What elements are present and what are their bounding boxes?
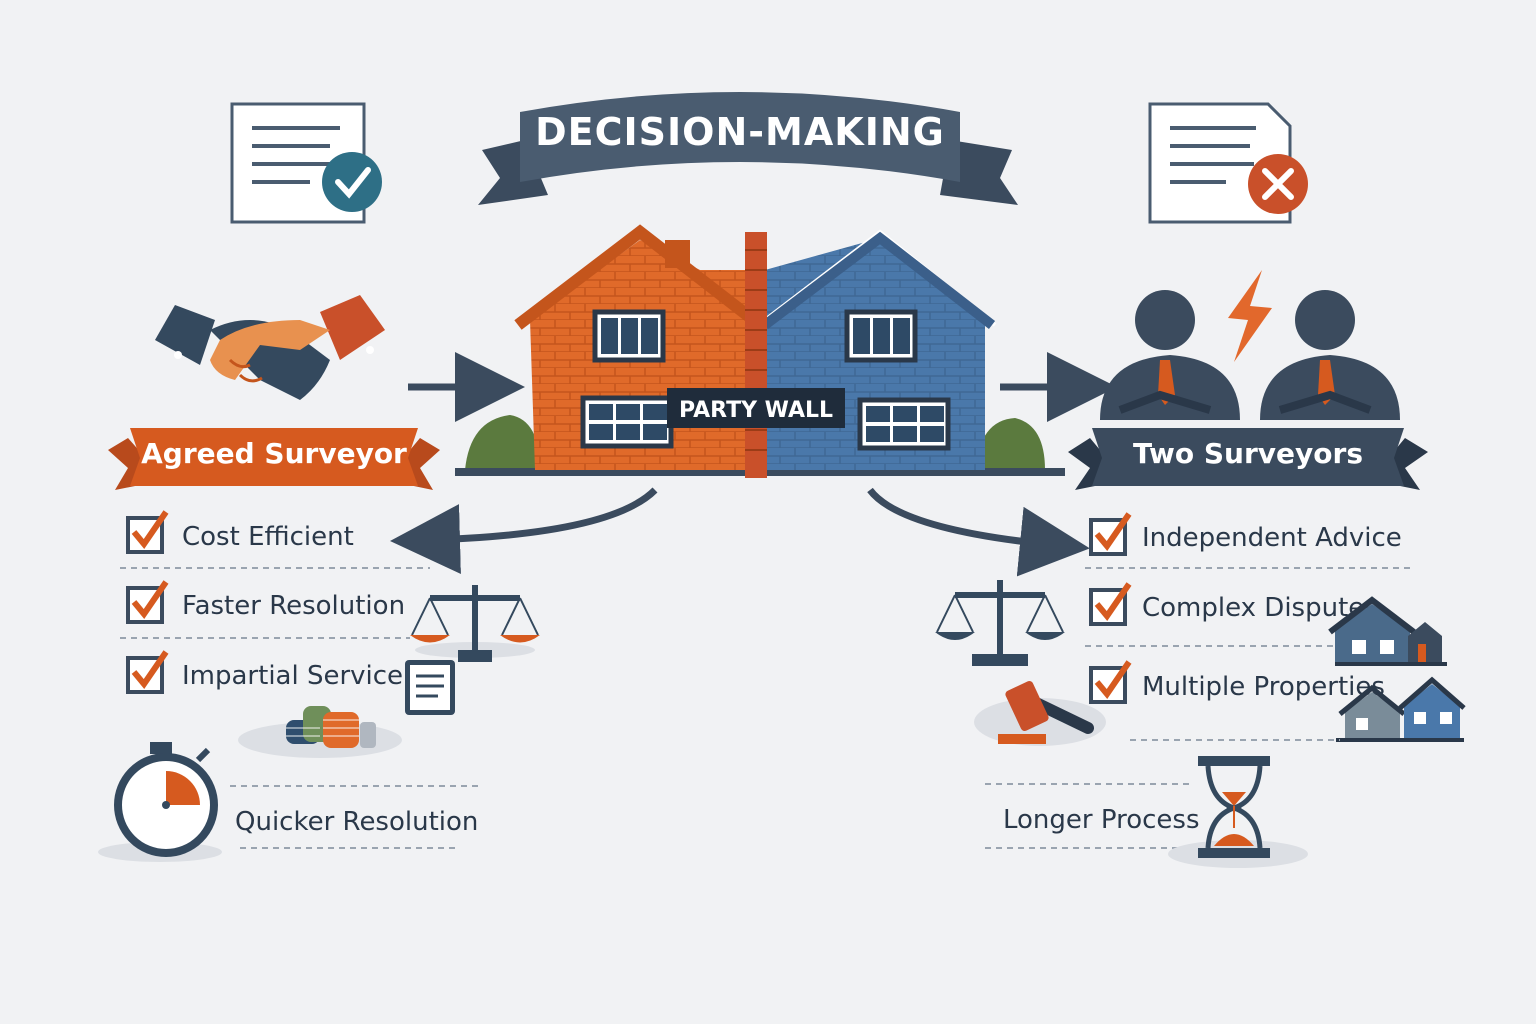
agreed-surveyor-ribbon: Agreed Surveyor (108, 428, 440, 490)
two-surveyors-ribbon: Two Surveyors (1068, 428, 1428, 490)
list-item: Impartial Service (126, 650, 403, 694)
title-banner: DECISION-MAKING (478, 92, 1018, 205)
arguing-surveyors-icon (1100, 270, 1400, 420)
list-item: Faster Resolution (126, 580, 405, 624)
hourglass-icon (1168, 756, 1308, 868)
party-wall-house: PARTY WALL (455, 224, 1065, 478)
list-item: Complex Disputes (1089, 582, 1378, 626)
banner-title: DECISION-MAKING (535, 110, 945, 154)
left-title: Agreed Surveyor (141, 437, 407, 470)
gavel-icon (974, 681, 1106, 746)
left-item-text: Impartial Service (182, 661, 403, 691)
document-cross-icon (1148, 102, 1308, 224)
checkbox-icon (1089, 518, 1127, 556)
flow-arrows (390, 352, 1117, 577)
coins-icon (238, 706, 402, 758)
right-item-text: Independent Advice (1142, 523, 1402, 553)
left-footer-text: Quicker Resolution (235, 807, 478, 837)
right-footer-text: Longer Process (1003, 805, 1200, 835)
stopwatch-icon (98, 742, 222, 862)
right-list: Independent Advice Complex Disputes Mult… (1085, 512, 1410, 704)
left-item-text: Faster Resolution (182, 591, 405, 621)
right-item-text: Complex Disputes (1142, 593, 1378, 623)
handshake-icon (155, 295, 385, 400)
left-list: Cost Efficient Faster Resolution Imparti… (120, 510, 430, 694)
list-item: Cost Efficient (126, 510, 354, 554)
lightning-icon (1228, 270, 1272, 362)
clipboard-icon (405, 660, 455, 715)
left-item-text: Cost Efficient (182, 522, 354, 552)
houses-icon (1336, 676, 1466, 742)
right-title: Two Surveyors (1133, 437, 1363, 470)
scale-icon (410, 585, 540, 662)
list-item: Multiple Properties (1089, 660, 1385, 704)
document-check-icon (230, 102, 382, 224)
list-item: Independent Advice (1089, 512, 1402, 556)
scale-icon (935, 580, 1065, 666)
right-item-text: Multiple Properties (1142, 672, 1385, 702)
party-wall-label: PARTY WALL (679, 398, 833, 423)
houses-icon (1328, 596, 1447, 666)
shrubs (465, 415, 1045, 470)
